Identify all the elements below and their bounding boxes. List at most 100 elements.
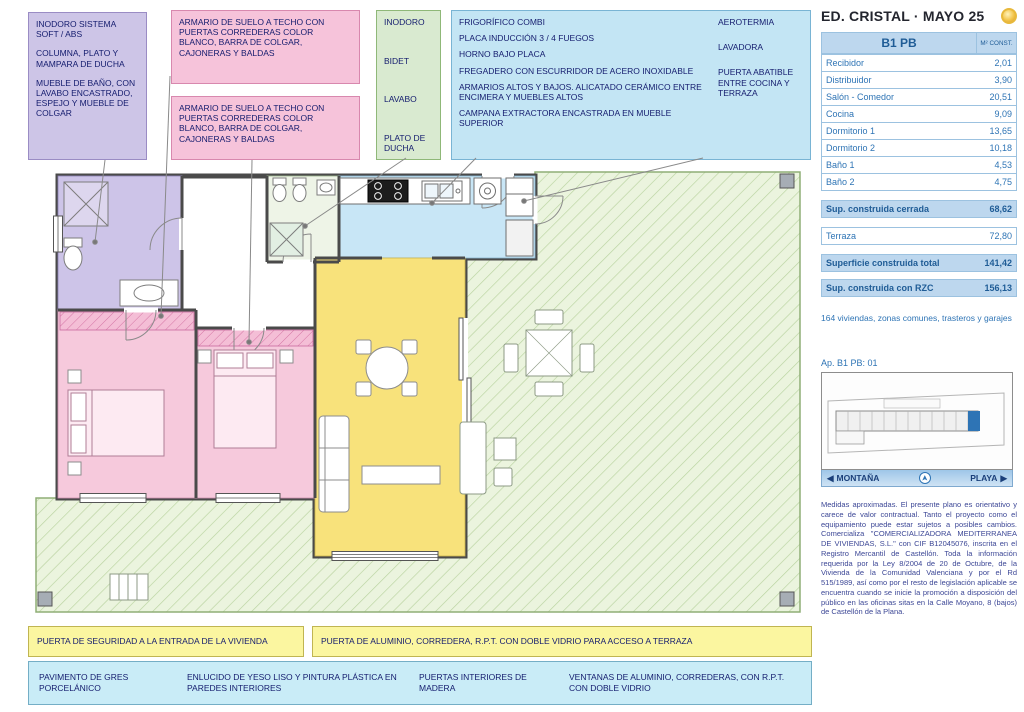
finishes-bar: PAVIMENTO DE GRES PORCELÁNICO ENLUCIDO D… — [28, 661, 812, 705]
annotation-main-bathroom: INODORO SISTEMA SOFT / ABS COLUMNA, PLAT… — [28, 12, 147, 160]
closed-surface-row: Sup. construida cerrada 68,62 — [821, 200, 1017, 218]
ac-unit — [109, 573, 149, 601]
annotation-text: PUERTA DE SEGURIDAD A LA ENTRADA DE LA V… — [37, 636, 268, 647]
induction-hob — [367, 179, 409, 203]
bedroom-1-furniture — [67, 369, 165, 476]
terrace-furniture — [109, 309, 595, 601]
annotation-text: AEROTERMIA — [718, 17, 775, 27]
annotation-text: ARMARIOS ALTOS Y BAJOS. ALICATADO CERÁMI… — [459, 81, 702, 102]
row-label: Sup. construida con RZC — [826, 283, 934, 293]
sidebar-header: ED. CRISTAL · MAYO 25 — [821, 8, 1017, 24]
annotation-text: COLUMNA, PLATO Y MAMPARA DE DUCHA — [36, 48, 125, 69]
unit-name: B1 PB — [881, 36, 917, 50]
annotation-text: FRIGORÍFICO COMBI — [459, 17, 545, 27]
table-header: B1 PB M² CONST. — [821, 32, 1017, 54]
row-label: Sup. construida cerrada — [826, 204, 930, 214]
north-compass-icon: ➤ — [918, 472, 931, 485]
row-value: 4,53 — [994, 160, 1012, 170]
annotation-text: LAVABO — [384, 94, 417, 105]
beach-side: PLAYA ▶ — [970, 473, 1007, 484]
apartment-label: Ap. B1 PB: 01 — [821, 358, 878, 369]
row-value: 13,65 — [989, 126, 1012, 136]
row-value: 68,62 — [989, 204, 1012, 214]
row-value: 20,51 — [989, 92, 1012, 102]
row-value: 156,13 — [984, 283, 1012, 293]
wall-finish-note: ENLUCIDO DE YESO LISO Y PINTURA PLÁSTICA… — [187, 672, 397, 693]
mountain-side: ◀ MONTAÑA — [827, 473, 879, 484]
legal-disclaimer: Medidas aproximadas. El presente plano e… — [821, 500, 1017, 617]
row-label: Baño 2 — [826, 177, 855, 187]
row-label: Recibidor — [826, 58, 865, 68]
arrow-left-icon: ◀ — [827, 472, 834, 483]
annotation-text: BIDET — [384, 55, 410, 66]
table-row: Dormitorio 2 10,18 — [821, 139, 1017, 157]
row-label: Distribuidor — [826, 75, 872, 85]
table-row: Dormitorio 1 13,65 — [821, 122, 1017, 140]
annotation-text: INODORO — [384, 17, 425, 27]
beach-label: PLAYA — [970, 473, 998, 484]
dining-table — [365, 346, 409, 390]
annotation-text: PLACA INDUCCIÓN 3 / 4 FUEGOS — [459, 33, 595, 44]
row-value: 3,90 — [994, 75, 1012, 85]
living-room-furniture — [318, 339, 441, 513]
arrow-right-icon: ▶ — [1000, 472, 1007, 483]
column-header: M² CONST. — [976, 33, 1016, 53]
row-label: Superficie construida total — [826, 258, 940, 268]
site-plan-thumbnail — [821, 372, 1013, 471]
row-value: 9,09 — [994, 109, 1012, 119]
annotation-text: PUERTA ABATIBLE ENTRE COCINA Y TERRAZA — [718, 67, 794, 98]
annotation-wardrobe-2: ARMARIO DE SUELO A TECHO CON PUERTAS COR… — [171, 96, 360, 160]
door-notes-bar: PUERTA DE SEGURIDAD A LA ENTRADA DE LA V… — [28, 626, 812, 657]
page-title: ED. CRISTAL · MAYO 25 — [821, 8, 985, 24]
annotation-text: PUERTA DE ALUMINIO, CORREDERA, R.P.T. CO… — [321, 636, 693, 647]
table-row: Baño 2 4,75 — [821, 173, 1017, 191]
annotation-text: ARMARIO DE SUELO A TECHO CON PUERTAS COR… — [179, 17, 325, 58]
row-value: 4,75 — [994, 177, 1012, 187]
kitchen-equipment-list: FRIGORÍFICO COMBI PLACA INDUCCIÓN 3 / 4 … — [459, 17, 704, 153]
row-label: Baño 1 — [826, 160, 855, 170]
highlighted-unit — [968, 411, 980, 432]
annotation-text: MUEBLE DE BAÑO, CON LAVABO ENCASTRADO, E… — [36, 77, 136, 119]
brand-logo-icon — [1001, 8, 1017, 24]
sofa — [318, 415, 350, 513]
security-door-note: PUERTA DE SEGURIDAD A LA ENTRADA DE LA V… — [28, 626, 304, 657]
sidebar: ED. CRISTAL · MAYO 25 B1 PB M² CONST. Re… — [821, 8, 1017, 708]
outdoor-sofa — [459, 421, 487, 495]
washing-machine — [473, 177, 502, 205]
row-value: 141,42 — [984, 258, 1012, 268]
annotation-text: FREGADERO CON ESCURRIDOR DE ACERO INOXID… — [459, 65, 694, 76]
annotation-text: ARMARIO DE SUELO A TECHO CON PUERTAS COR… — [179, 103, 325, 144]
row-value: 2,01 — [994, 58, 1012, 68]
rzc-surface-row: Sup. construida con RZC 156,13 — [821, 279, 1017, 297]
row-label: Cocina — [826, 109, 855, 119]
windows-note: VENTANAS DE ALUMINIO, CORREDERAS, CON R.… — [569, 672, 785, 693]
annotation-wardrobe-1: ARMARIO DE SUELO A TECHO CON PUERTAS COR… — [171, 10, 360, 84]
table-row: Recibidor 2,01 — [821, 54, 1017, 72]
table-row: Salón - Comedor 20,51 — [821, 88, 1017, 106]
row-label: Salón - Comedor — [826, 92, 895, 102]
interior-doors-note: PUERTAS INTERIORES DE MADERA — [419, 672, 527, 693]
table-row: Cocina 9,09 — [821, 105, 1017, 123]
row-value: 72,80 — [989, 231, 1012, 241]
annotation-bathroom-2: INODORO BIDET LAVABO PLATO DE DUCHA — [376, 10, 441, 160]
row-label: Dormitorio 2 — [826, 143, 876, 153]
table-row: Distribuidor 3,90 — [821, 71, 1017, 89]
annotation-text: CAMPANA EXTRACTORA ENCASTRADA EN MUEBLE … — [459, 108, 672, 129]
terrace-door-note: PUERTA DE ALUMINIO, CORREDERA, R.P.T. CO… — [312, 626, 812, 657]
windows — [53, 215, 472, 561]
bedroom-2-furniture — [197, 349, 294, 449]
row-value: 10,18 — [989, 143, 1012, 153]
fridge — [505, 177, 534, 217]
floor-plan — [35, 171, 801, 613]
orientation-bar: ◀ MONTAÑA ➤ PLAYA ▶ — [821, 470, 1013, 488]
floor-plan-container — [30, 168, 812, 620]
pillars — [37, 173, 795, 607]
row-label: Dormitorio 1 — [826, 126, 876, 136]
annotation-kitchen: FRIGORÍFICO COMBI PLACA INDUCCIÓN 3 / 4 … — [451, 10, 811, 160]
annotation-text: LAVADORA — [718, 42, 764, 53]
annotation-text: PLATO DE DUCHA — [384, 132, 426, 153]
mountain-label: MONTAÑA — [836, 473, 880, 484]
annotation-text: INODORO SISTEMA SOFT / ABS — [36, 19, 116, 40]
